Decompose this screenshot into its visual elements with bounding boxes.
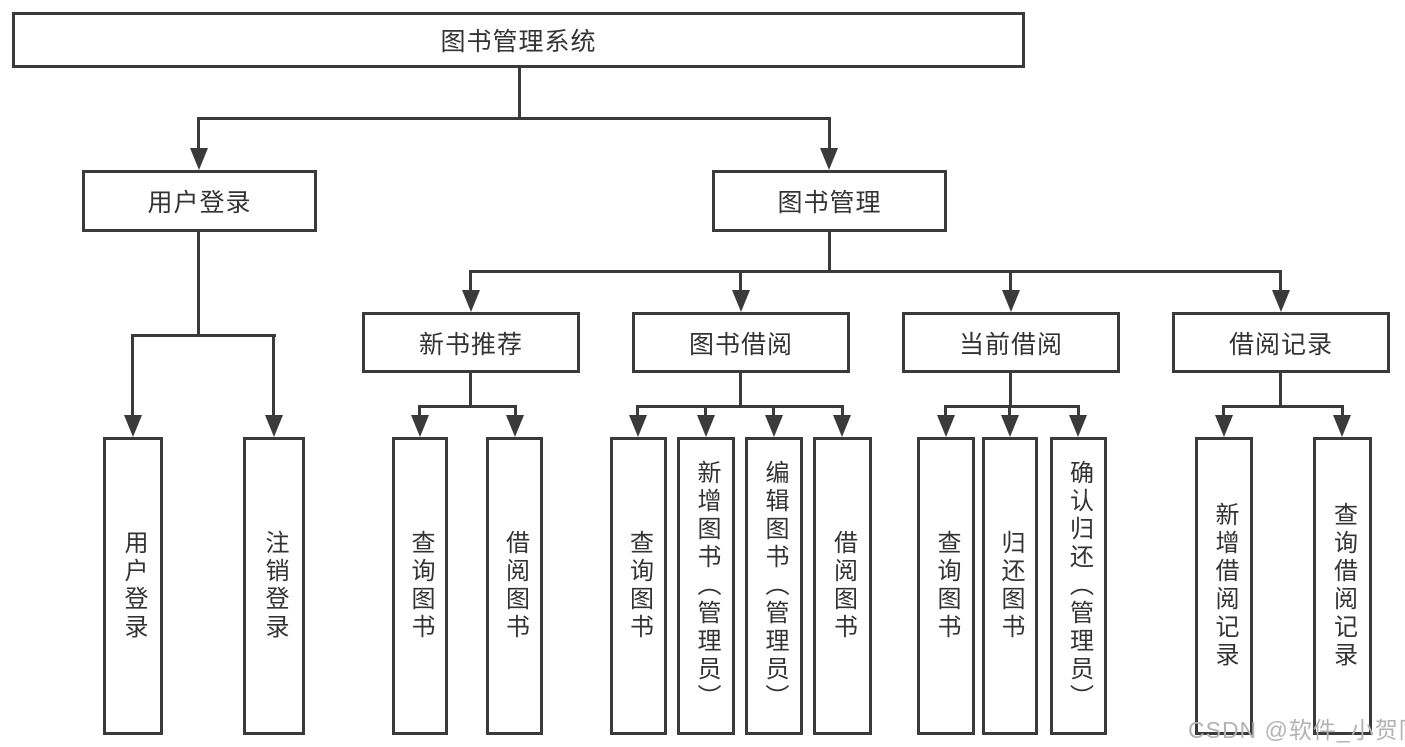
arrowhead-icon [1002,290,1020,312]
node-book-borrowing: 图书借阅 [632,312,850,373]
arrowhead-icon [124,415,142,437]
leaf-bb-add-books-admin: 新增图书（管理员） [677,437,735,735]
connector-nb-leaf2 [514,405,517,418]
arrowhead-icon [1215,415,1233,437]
node-label: 查询图书 [407,530,434,642]
arrowhead-icon [833,415,851,437]
connector-br-leaf2 [1341,405,1344,418]
arrowhead-icon [506,415,524,437]
arrowhead-icon [411,415,429,437]
connector-user-login-bus [131,334,276,337]
arrowhead-icon [732,290,750,312]
node-label: 新增图书（管理员） [693,460,720,712]
connector-to-leaf-user-login [131,334,134,418]
connector-bb-leaf4 [841,405,844,418]
node-label: 新书推荐 [418,330,523,359]
connector-to-borrowing-records [1279,270,1282,294]
connector-bb-bus [636,405,844,408]
node-root-book-management-system: 图书管理系统 [12,12,1025,68]
connector-cb-leaf2 [1008,405,1011,418]
leaf-br-add-record: 新增借阅记录 [1195,437,1253,735]
node-label: 图书借阅 [688,330,793,359]
arrowhead-icon [820,148,838,170]
connector-cb-leaf3 [1077,405,1080,418]
connector-book-management-bus [469,270,1282,273]
node-label: 当前借阅 [958,330,1063,359]
arrowhead-icon [1333,415,1351,437]
connector-bb-leaf1 [636,405,639,418]
connector-root-drop [518,68,521,120]
node-label: 新增借阅记录 [1211,502,1238,670]
arrowhead-icon [462,290,480,312]
node-label: 注销登录 [261,530,288,642]
node-new-book-recommend: 新书推荐 [362,312,580,373]
arrowhead-icon [765,415,783,437]
node-label: 查询借阅记录 [1329,502,1357,670]
node-label: 查询图书 [625,530,653,642]
arrowhead-icon [629,415,647,437]
arrowhead-icon [1069,415,1087,437]
leaf-cb-return-books: 归还图书 [982,437,1038,735]
connector-to-book-borrowing [739,270,742,294]
node-label: 编辑图书（管理员） [761,460,788,712]
connector-bb-leaf3 [772,405,775,418]
connector-br-leaf1 [1222,405,1225,418]
leaf-bb-edit-books-admin: 编辑图书（管理员） [745,437,803,735]
arrowhead-icon [937,415,955,437]
node-label: 用户登录 [147,189,252,217]
connector-cb-bus [944,405,1080,408]
leaf-nb-query-books: 查询图书 [392,437,448,735]
node-current-borrowing: 当前借阅 [902,312,1120,373]
node-label: 用户登录 [120,530,147,642]
leaf-br-query-record: 查询借阅记录 [1313,437,1372,735]
connector-bb-drop [739,373,742,408]
leaf-nb-borrow-books: 借阅图书 [486,437,543,735]
node-label: 借阅图书 [829,530,857,642]
connector-root-to-user-login [197,117,200,153]
connector-to-current-borrowing [1009,270,1012,294]
connector-nb-drop [469,373,472,408]
node-borrowing-records: 借阅记录 [1172,312,1390,373]
node-label: 查询图书 [933,530,960,642]
node-label: 归还图书 [997,530,1024,642]
leaf-cb-query-books: 查询图书 [917,437,975,735]
arrowhead-icon [1272,290,1290,312]
leaf-cb-confirm-return-admin: 确认归还（管理员） [1050,437,1107,735]
connector-to-new-book-recommend [469,270,472,294]
node-book-management: 图书管理 [712,170,947,232]
leaf-logout: 注销登录 [243,437,305,735]
connector-to-leaf-logout [272,334,275,418]
csdn-watermark: CSDN @软件_小贺同学 [1188,717,1405,743]
connector-br-drop [1279,373,1282,408]
connector-user-login-drop [197,232,200,337]
connector-bb-leaf2 [704,405,707,418]
connector-cb-drop [1009,373,1012,408]
connector-cb-leaf1 [944,405,947,418]
connector-nb-bus [418,405,517,408]
connector-br-bus [1222,405,1344,408]
leaf-user-login: 用户登录 [103,437,163,735]
node-label: 图书管理 [777,189,882,217]
connector-root-to-book-management [828,117,831,153]
node-user-login: 用户登录 [82,170,317,232]
arrowhead-icon [1001,415,1019,437]
node-label: 借阅图书 [501,530,529,642]
connector-root-bus [197,117,831,120]
connector-nb-leaf1 [418,405,421,418]
node-label: 借阅记录 [1228,330,1333,359]
leaf-bb-query-books: 查询图书 [610,437,667,735]
leaf-bb-borrow-books: 借阅图书 [813,437,872,735]
arrowhead-icon [190,148,208,170]
connector-book-management-drop [828,232,831,273]
arrowhead-icon [697,415,715,437]
arrowhead-icon [265,415,283,437]
node-label: 图书管理系统 [440,28,597,56]
node-label: 确认归还（管理员） [1065,460,1093,712]
